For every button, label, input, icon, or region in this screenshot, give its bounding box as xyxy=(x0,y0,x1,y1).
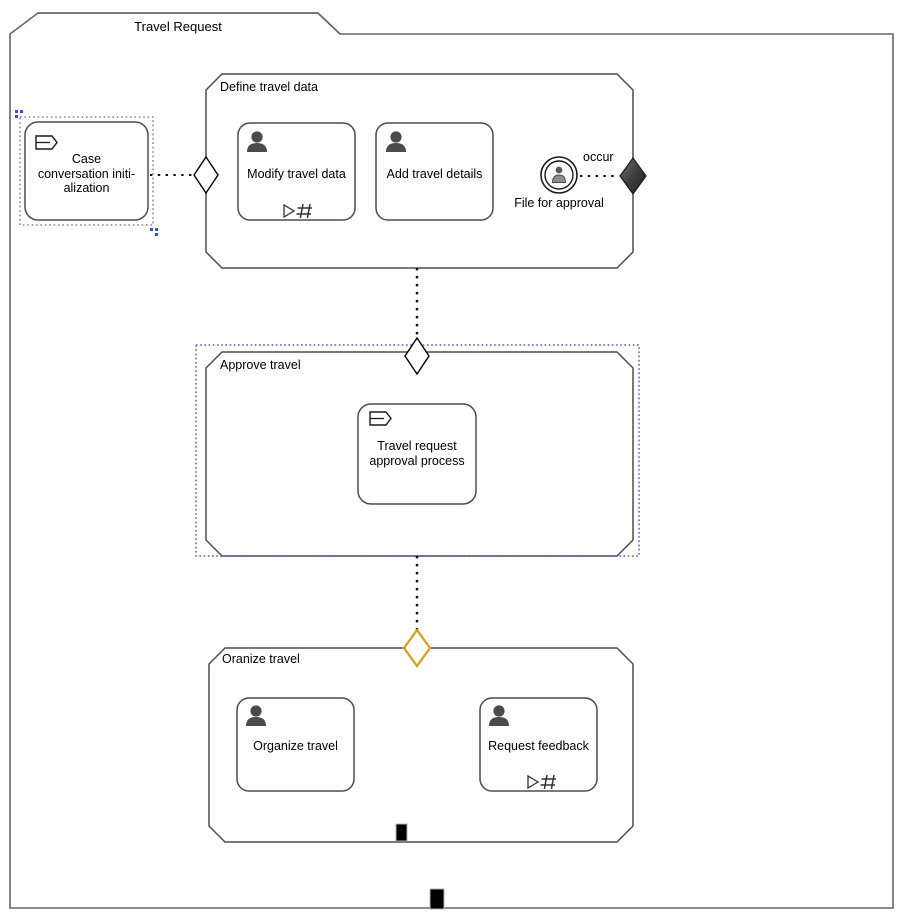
connector-label-occur: occur xyxy=(583,150,614,164)
case-task-icon xyxy=(35,135,58,150)
entry-criterion-approve-travel[interactable] xyxy=(404,336,430,376)
task-label-modify-travel-data: Modify travel data xyxy=(247,167,346,181)
human-task-icon xyxy=(247,131,267,152)
task-modify-travel-data[interactable] xyxy=(237,122,356,221)
case-plan-title: Travel Request xyxy=(134,19,222,34)
stage-label-define-travel-data: Define travel data xyxy=(220,80,318,94)
task-label-organize-travel: Organize travel xyxy=(253,739,338,753)
exit-criterion-case-plan-bottom[interactable] xyxy=(429,888,445,910)
task-travel-request-approval-process[interactable] xyxy=(357,403,477,505)
stage-oranize-travel[interactable] xyxy=(208,647,634,843)
selection-outline-approve-travel xyxy=(195,344,640,557)
human-task-icon xyxy=(489,705,509,726)
task-add-travel-details[interactable] xyxy=(375,122,494,221)
task-label-case-conversation-initialization: Case conversation initi- alization xyxy=(37,152,136,195)
case-task-icon xyxy=(369,411,392,426)
event-listener-label-file-for-approval: File for approval xyxy=(514,196,604,210)
task-case-conversation-initialization[interactable] xyxy=(24,121,149,221)
task-organize-travel[interactable] xyxy=(236,697,355,792)
human-task-icon xyxy=(246,705,266,726)
task-label-request-feedback: Request feedback xyxy=(488,739,589,753)
manual-activation-marker xyxy=(283,203,296,219)
entry-criterion-define-travel-data[interactable] xyxy=(193,155,219,195)
stage-label-approve-travel: Approve travel xyxy=(220,358,301,372)
task-label-travel-request-approval-process: Travel request approval process xyxy=(369,439,465,468)
user-event-listener-icon xyxy=(552,166,566,183)
repetition-marker xyxy=(296,203,312,219)
selection-outline-case-conversation-initialization xyxy=(19,116,154,226)
exit-criterion-oranize-travel-bottom[interactable] xyxy=(395,823,408,842)
manual-activation-marker xyxy=(527,774,540,790)
exit-criterion-define-travel-data[interactable] xyxy=(619,156,647,196)
human-task-icon xyxy=(386,131,406,152)
task-label-add-travel-details: Add travel details xyxy=(386,167,483,181)
selection-handle[interactable] xyxy=(15,110,158,236)
repetition-marker xyxy=(540,774,556,790)
entry-criterion-oranize-travel[interactable] xyxy=(402,628,432,668)
task-request-feedback[interactable] xyxy=(479,697,598,792)
stage-label-oranize-travel: Oranize travel xyxy=(222,652,300,666)
event-listener-file-for-approval[interactable] xyxy=(540,156,578,194)
